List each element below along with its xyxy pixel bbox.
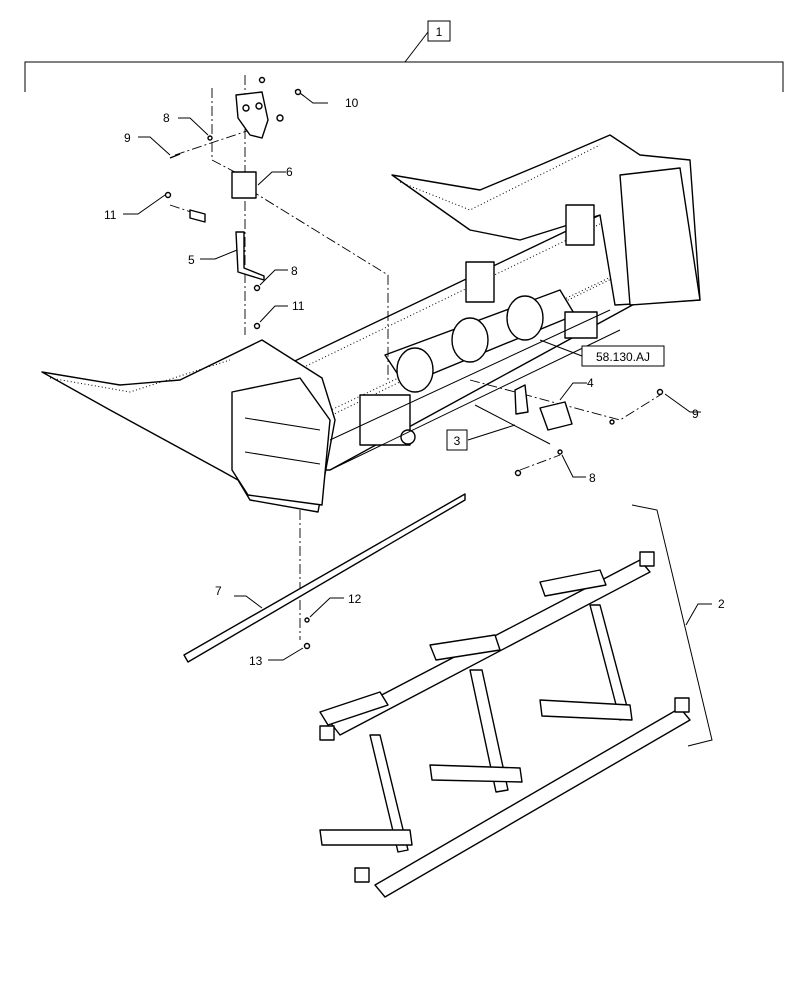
callout-6: 6 (286, 165, 293, 179)
part-6-block (231, 171, 257, 199)
callout-5: 5 (188, 253, 195, 267)
callout-13: 13 (249, 654, 263, 668)
section-ref-label: 58.130.AJ (596, 350, 650, 364)
callout-8-mid: 8 (291, 264, 298, 278)
assembly-ref-box (427, 20, 451, 42)
callout-9-left: 9 (124, 131, 131, 145)
callout-7: 7 (215, 584, 222, 598)
section-ref-box (581, 345, 665, 367)
callout-2: 2 (718, 597, 725, 611)
callout-10: 10 (345, 96, 359, 110)
assembly-bracket: 1 (24, 20, 784, 92)
callout-8-top: 8 (163, 111, 170, 125)
callout-4: 4 (587, 376, 594, 390)
callout-9-right: 9 (692, 407, 699, 421)
callout-12: 12 (348, 592, 362, 606)
subassembly-ref-box (446, 429, 468, 451)
callout-11-left: 11 (104, 208, 117, 222)
subassembly-reference: 3 (446, 424, 516, 451)
part-5-bracket (235, 231, 265, 281)
callout-8-low: 8 (589, 471, 596, 485)
callout-11-right: 11 (292, 299, 305, 313)
mount-bracket-hardware (169, 76, 305, 159)
assembly-ref-label: 1 (436, 25, 443, 39)
subassembly-ref-label: 3 (454, 434, 461, 448)
clip-hardware (474, 384, 664, 477)
callout-leaders (123, 92, 712, 661)
header-frame (41, 134, 701, 513)
section-reference: 58.130.AJ (539, 339, 665, 367)
part-2-cradle-frame (319, 504, 713, 898)
part-7-strip (183, 493, 466, 663)
